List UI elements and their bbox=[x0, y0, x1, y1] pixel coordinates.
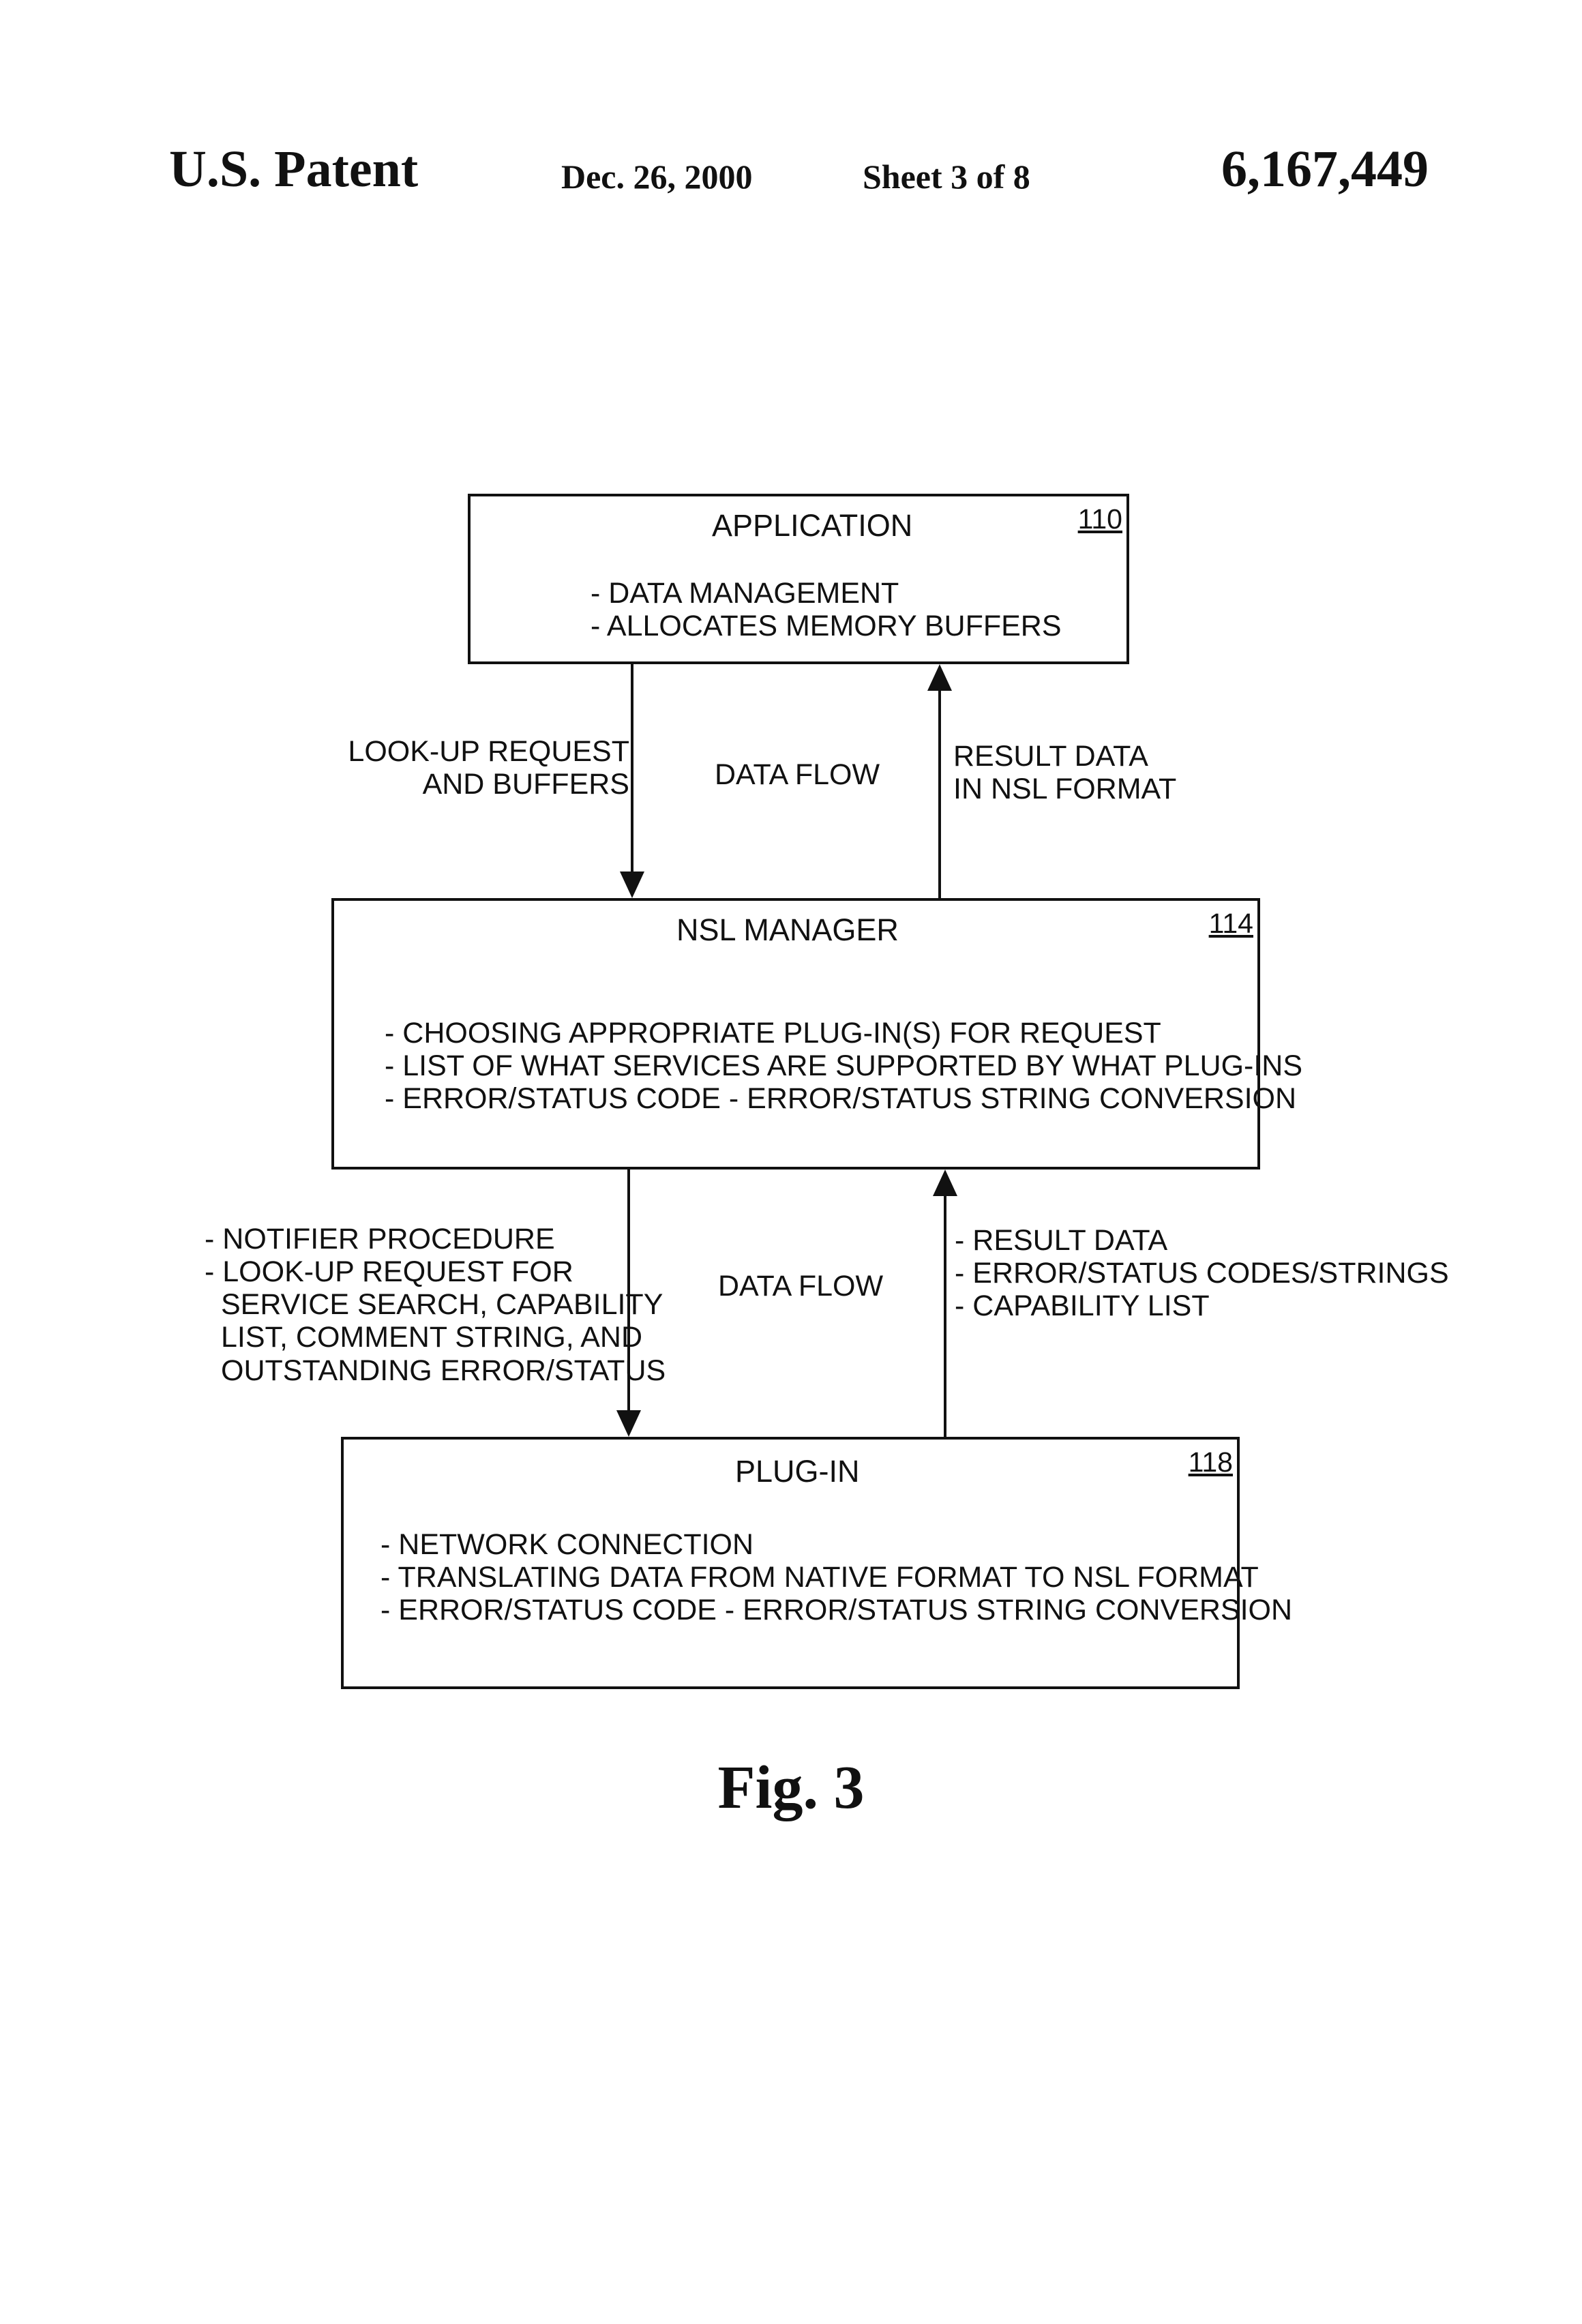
nsl-manager-ref: 114 bbox=[1209, 908, 1253, 940]
top-up-label: RESULT DATA IN NSL FORMAT bbox=[953, 740, 1176, 805]
top-up-label-line: RESULT DATA bbox=[953, 740, 1176, 773]
application-box: APPLICATION 110 - DATA MANAGEMENT - ALLO… bbox=[468, 494, 1129, 664]
bottom-down-label: - NOTIFIER PROCEDURE - LOOK-UP REQUEST F… bbox=[205, 1223, 666, 1387]
bottom-down-label-line: - NOTIFIER PROCEDURE bbox=[205, 1223, 666, 1255]
nsl-manager-item: - CHOOSING APPROPRIATE PLUG-IN(S) FOR RE… bbox=[385, 1017, 1302, 1049]
application-item: - DATA MANAGEMENT bbox=[591, 577, 1062, 610]
arrow-plugin-to-nsl bbox=[933, 1170, 957, 1437]
plugin-item: - NETWORK CONNECTION bbox=[380, 1528, 1292, 1561]
bottom-data-flow-label: DATA FLOW bbox=[718, 1270, 883, 1302]
top-down-label: LOOK-UP REQUEST AND BUFFERS bbox=[348, 735, 629, 801]
nsl-manager-item: - ERROR/STATUS CODE - ERROR/STATUS STRIN… bbox=[385, 1082, 1302, 1115]
plugin-item: - ERROR/STATUS CODE - ERROR/STATUS STRIN… bbox=[380, 1594, 1292, 1626]
bottom-up-label-line: - CAPABILITY LIST bbox=[955, 1290, 1449, 1322]
bottom-down-label-line: OUTSTANDING ERROR/STATUS bbox=[205, 1354, 666, 1387]
nsl-manager-items: - CHOOSING APPROPRIATE PLUG-IN(S) FOR RE… bbox=[385, 1017, 1302, 1115]
top-down-label-line: LOOK-UP REQUEST bbox=[348, 735, 629, 768]
plugin-item: - TRANSLATING DATA FROM NATIVE FORMAT TO… bbox=[380, 1561, 1292, 1594]
arrow-nsl-to-app bbox=[927, 664, 952, 898]
application-title: APPLICATION bbox=[712, 509, 912, 543]
plugin-items: - NETWORK CONNECTION - TRANSLATING DATA … bbox=[380, 1528, 1292, 1626]
bottom-up-label-line: - RESULT DATA bbox=[955, 1224, 1449, 1257]
figure-label: Fig. 3 bbox=[0, 1753, 1582, 1823]
plugin-box: PLUG-IN 118 - NETWORK CONNECTION - TRANS… bbox=[341, 1437, 1240, 1689]
plugin-ref: 118 bbox=[1189, 1446, 1233, 1478]
top-data-flow-label: DATA FLOW bbox=[715, 758, 880, 791]
application-ref: 110 bbox=[1078, 503, 1122, 535]
bottom-down-label-line: - LOOK-UP REQUEST FOR bbox=[205, 1255, 666, 1288]
bottom-up-label: - RESULT DATA - ERROR/STATUS CODES/STRIN… bbox=[955, 1224, 1449, 1322]
nsl-manager-item: - LIST OF WHAT SERVICES ARE SUPPORTED BY… bbox=[385, 1049, 1302, 1082]
nsl-manager-box: NSL MANAGER 114 - CHOOSING APPROPRIATE P… bbox=[331, 898, 1260, 1170]
bottom-down-label-line: LIST, COMMENT STRING, AND bbox=[205, 1321, 666, 1354]
bottom-down-label-line: SERVICE SEARCH, CAPABILITY bbox=[205, 1288, 666, 1321]
plugin-title: PLUG-IN bbox=[735, 1455, 860, 1489]
application-item: - ALLOCATES MEMORY BUFFERS bbox=[591, 610, 1062, 642]
top-down-label-line: AND BUFFERS bbox=[348, 768, 629, 801]
bottom-up-label-line: - ERROR/STATUS CODES/STRINGS bbox=[955, 1257, 1449, 1290]
top-up-label-line: IN NSL FORMAT bbox=[953, 773, 1176, 805]
nsl-manager-title: NSL MANAGER bbox=[676, 913, 899, 947]
application-items: - DATA MANAGEMENT - ALLOCATES MEMORY BUF… bbox=[591, 577, 1062, 642]
